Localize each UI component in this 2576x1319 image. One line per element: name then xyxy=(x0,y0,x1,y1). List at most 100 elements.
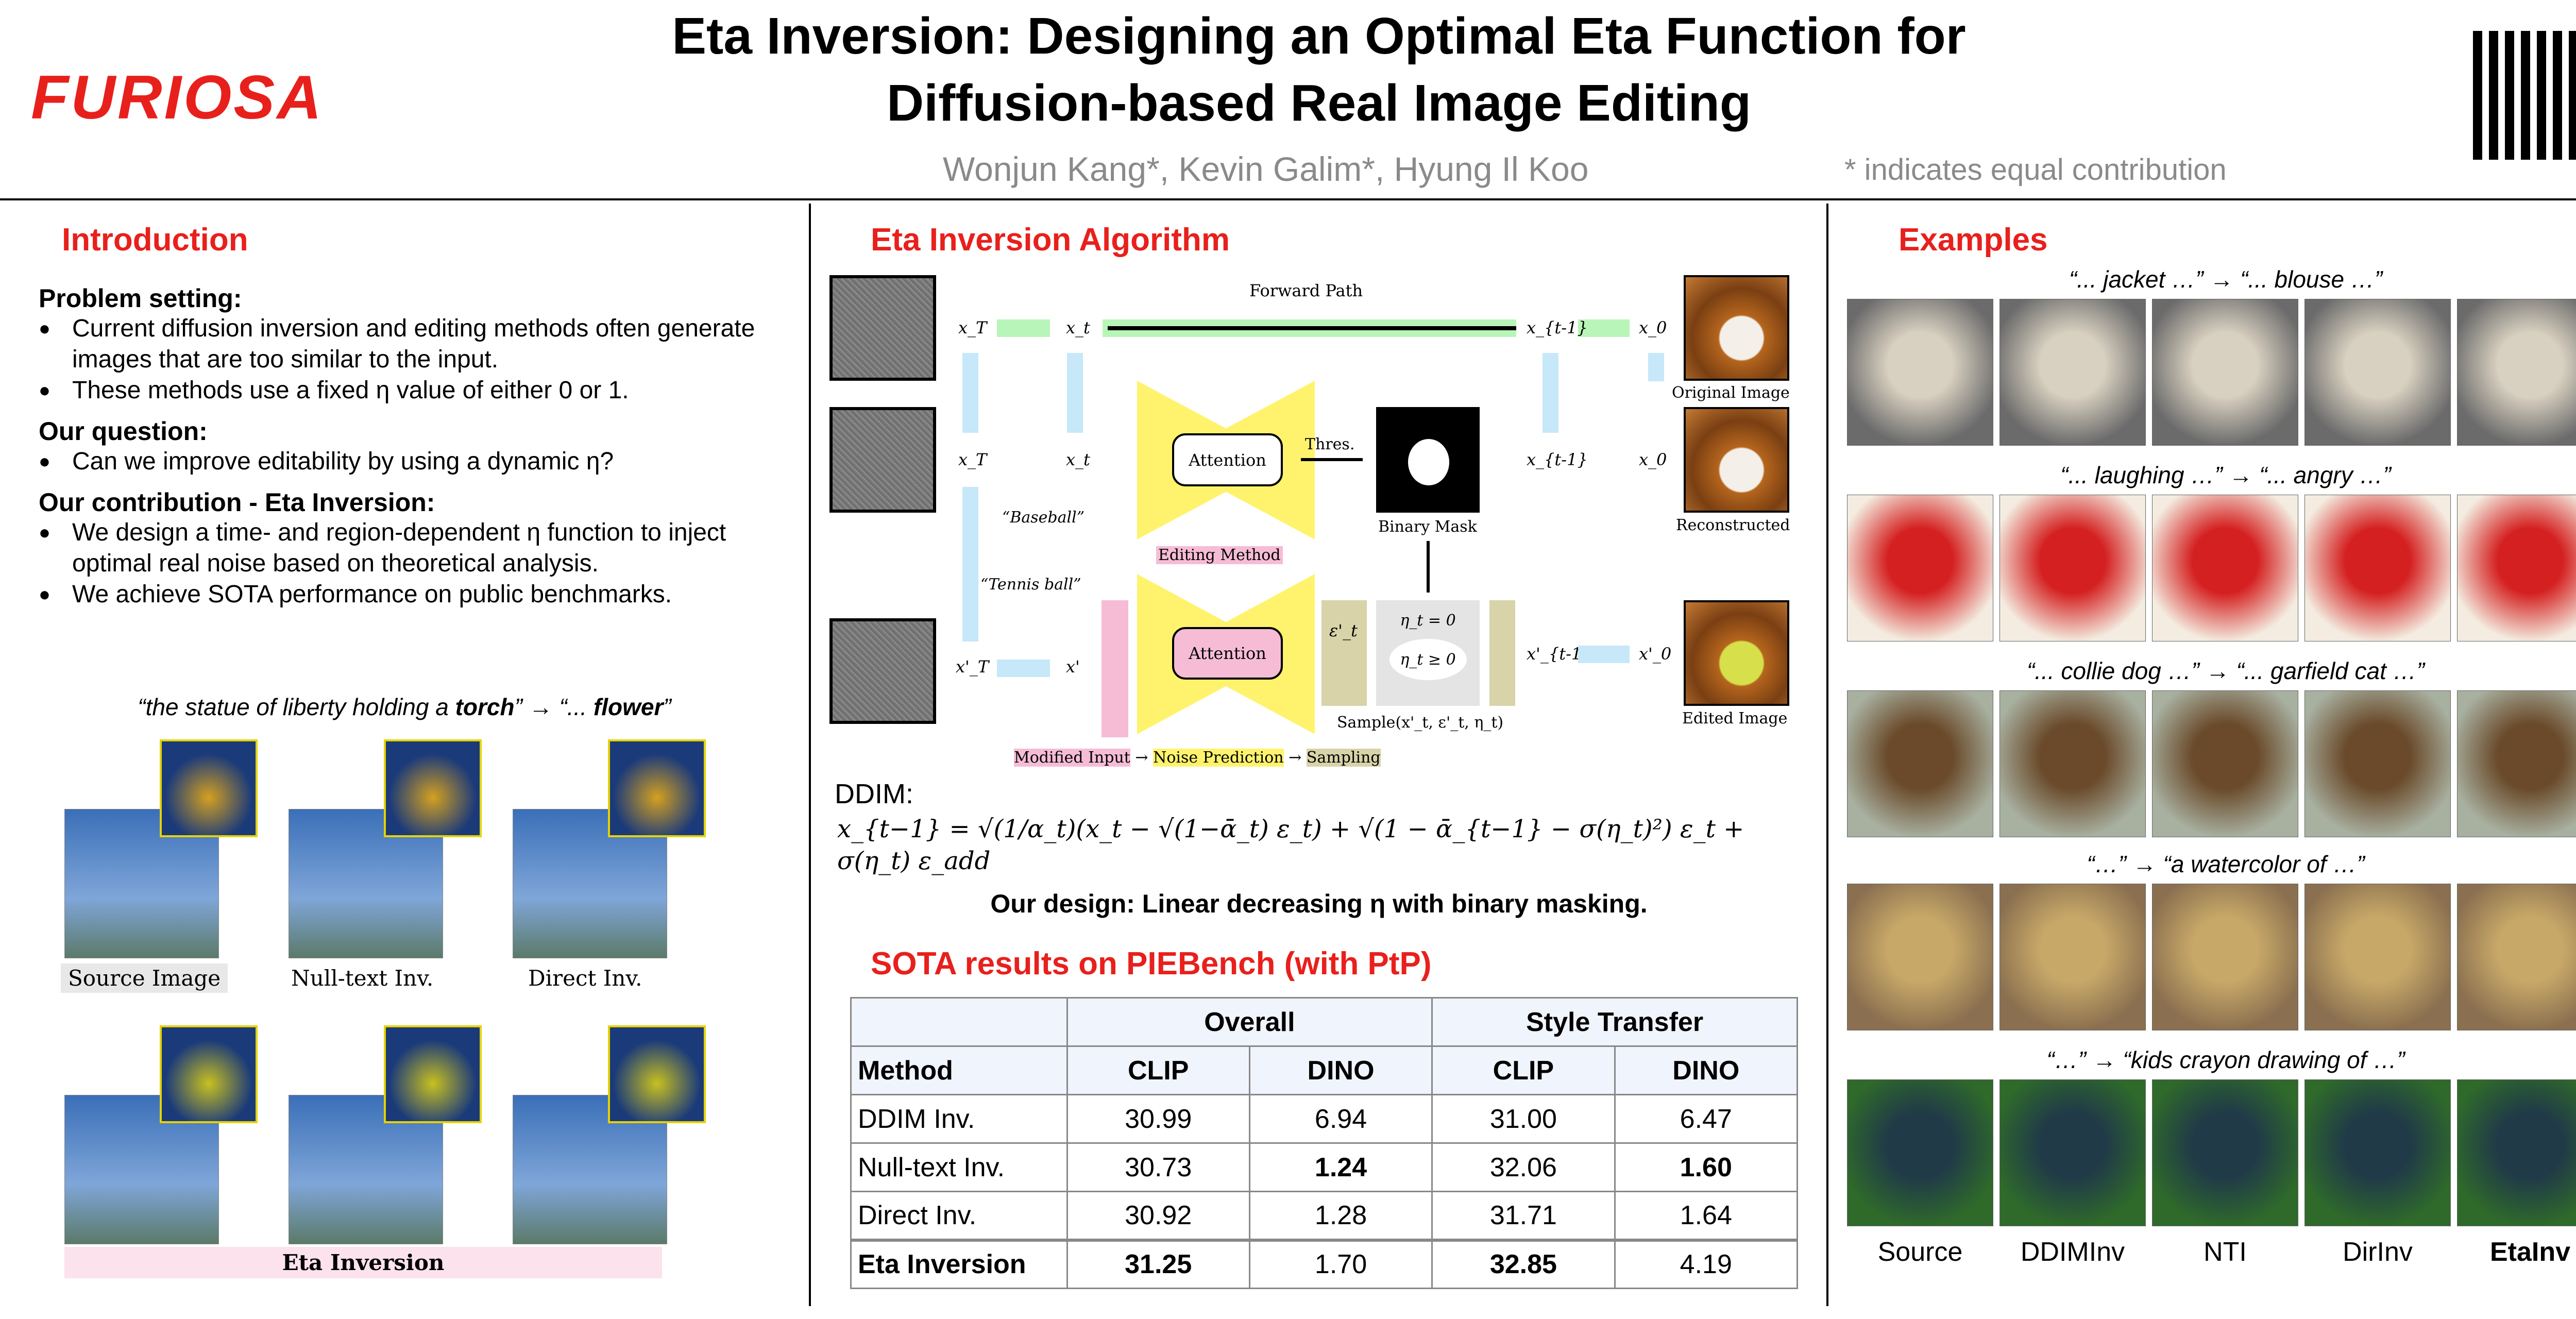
xt-label: x_t xyxy=(1066,450,1090,469)
sampling-bar xyxy=(1489,600,1515,706)
label-null-text: Null-text Inv. xyxy=(291,966,434,991)
example-column-label: DDIMInv xyxy=(2020,1237,2125,1267)
example-column-label: DirInv xyxy=(2343,1237,2413,1267)
binary-mask-image xyxy=(1376,407,1480,513)
example-image xyxy=(1847,884,1993,1030)
editing-method-label: Editing Method xyxy=(1156,546,1283,564)
xt1-label: x_{t-1} xyxy=(1527,450,1588,469)
example-image xyxy=(1847,690,1993,837)
thres-label: Thres. xyxy=(1305,435,1355,453)
poster-title: Eta Inversion: Designing an Optimal Eta … xyxy=(464,3,2174,137)
noise-image xyxy=(829,275,936,381)
example-image xyxy=(1847,1079,1993,1226)
ddim-equation: x_{t−1} = √(1/α_t)(x_t − √(1−ᾱ_t) ε_t) +… xyxy=(837,815,1744,875)
reconstructed-image xyxy=(1684,407,1789,513)
ddim-label: DDIM: xyxy=(835,779,913,809)
eta-ge-label: η_t ≥ 0 xyxy=(1400,650,1456,669)
example-image xyxy=(2152,299,2298,446)
example-caption: “…” → “a watercolor of …” xyxy=(2087,851,2365,877)
sample-label: Sample(x'_t, ε'_t, η_t) xyxy=(1337,714,1504,732)
modified-input-bar xyxy=(1101,600,1128,737)
example-image xyxy=(2304,690,2451,837)
equal-contribution-note: * indicates equal contribution xyxy=(1844,153,2227,187)
baseball-prompt: “Baseball” xyxy=(1002,509,1085,527)
column-divider xyxy=(1826,204,1828,1306)
example-image xyxy=(2152,884,2298,1030)
sampling-bar xyxy=(1321,600,1367,706)
section-title: Our question: xyxy=(39,417,208,446)
section-title: Our contribution - Eta Inversion: xyxy=(39,488,435,517)
design-statement: Our design: Linear decreasing η with bin… xyxy=(990,889,1648,918)
tennis-prompt: “Tennis ball” xyxy=(980,576,1081,594)
pipeline-legend: Modified Input → Noise Prediction → Samp… xyxy=(1014,749,1381,767)
example-image xyxy=(2304,1079,2451,1226)
zoom-inset xyxy=(608,739,706,837)
xp-label: x' xyxy=(1066,657,1080,677)
forward-path-label: Forward Path xyxy=(1249,281,1363,300)
dotted-arrow xyxy=(1578,646,1630,663)
xT-label: x_T xyxy=(958,318,987,337)
edited-image-label: Edited Image xyxy=(1682,709,1788,728)
down-arrow xyxy=(1067,353,1083,433)
example-column-label: NTI xyxy=(2204,1237,2247,1267)
xp0-label: x'_0 xyxy=(1639,644,1672,664)
x0-label: x_0 xyxy=(1639,450,1667,469)
section-title: Problem setting: xyxy=(39,284,242,313)
example-image xyxy=(2304,299,2451,446)
edited-image xyxy=(1684,600,1789,706)
bullet: These methods use a fixed η value of eit… xyxy=(39,375,796,406)
original-image-label: Original Image xyxy=(1672,384,1790,402)
x0-label: x_0 xyxy=(1639,318,1667,337)
bullet: Can we improve editability by using a dy… xyxy=(39,446,796,477)
label-eta-inversion: Eta Inversion xyxy=(64,1247,662,1278)
attention-block: Attention xyxy=(1172,433,1283,486)
example-image xyxy=(1999,299,2146,446)
example-image xyxy=(1847,495,1993,641)
example-caption: “... collie dog …” → “... garfield cat …… xyxy=(2026,657,2425,684)
down-arrow xyxy=(1648,353,1664,381)
xt1-label: x_{t-1} xyxy=(1527,318,1588,337)
example-image xyxy=(1847,299,1993,446)
example-image xyxy=(2457,1079,2576,1226)
intro-body: Problem setting: Current diffusion inver… xyxy=(39,283,796,610)
zoom-inset xyxy=(160,739,258,837)
xT-label: x_T xyxy=(958,450,987,469)
zoom-inset xyxy=(608,1025,706,1123)
example-image xyxy=(2152,1079,2298,1226)
intro-heading: Introduction xyxy=(62,222,248,258)
example-image xyxy=(1999,1079,2146,1226)
xt-label: x_t xyxy=(1066,318,1090,337)
dotted-arrow xyxy=(997,660,1050,677)
reconstructed-label: Reconstructed xyxy=(1676,516,1790,534)
example-image xyxy=(2304,884,2451,1030)
zoom-inset xyxy=(384,739,482,837)
title-line: Diffusion-based Real Image Editing xyxy=(887,74,1751,132)
bullet: We achieve SOTA performance on public be… xyxy=(39,579,796,610)
example-caption: “... jacket …” → “... blouse …” xyxy=(2069,266,2383,293)
down-arrow xyxy=(962,353,978,433)
qr-code-icon[interactable] xyxy=(2473,31,2576,160)
example-caption: “…” → “kids crayon drawing of …” xyxy=(2046,1046,2405,1073)
example-image xyxy=(1999,884,2146,1030)
example-caption: “... laughing …” → “... angry …” xyxy=(2060,462,2391,488)
statue-image xyxy=(289,1095,443,1244)
column-divider xyxy=(809,204,811,1306)
zoom-inset xyxy=(384,1025,482,1123)
down-arrow xyxy=(962,487,978,641)
noise-image xyxy=(829,618,936,724)
binary-mask-label: Binary Mask xyxy=(1378,518,1477,536)
example-image xyxy=(2152,495,2298,641)
results-heading: SOTA results on PIEBench (with PtP) xyxy=(871,946,1432,982)
example-image xyxy=(1999,690,2146,837)
example-image xyxy=(2304,495,2451,641)
example-image xyxy=(2457,690,2576,837)
furiosa-logo: FURIOSA xyxy=(31,63,324,132)
liberty-prompt: “the statue of liberty holding a torch” … xyxy=(138,694,671,720)
label-source: Source Image xyxy=(61,963,228,993)
